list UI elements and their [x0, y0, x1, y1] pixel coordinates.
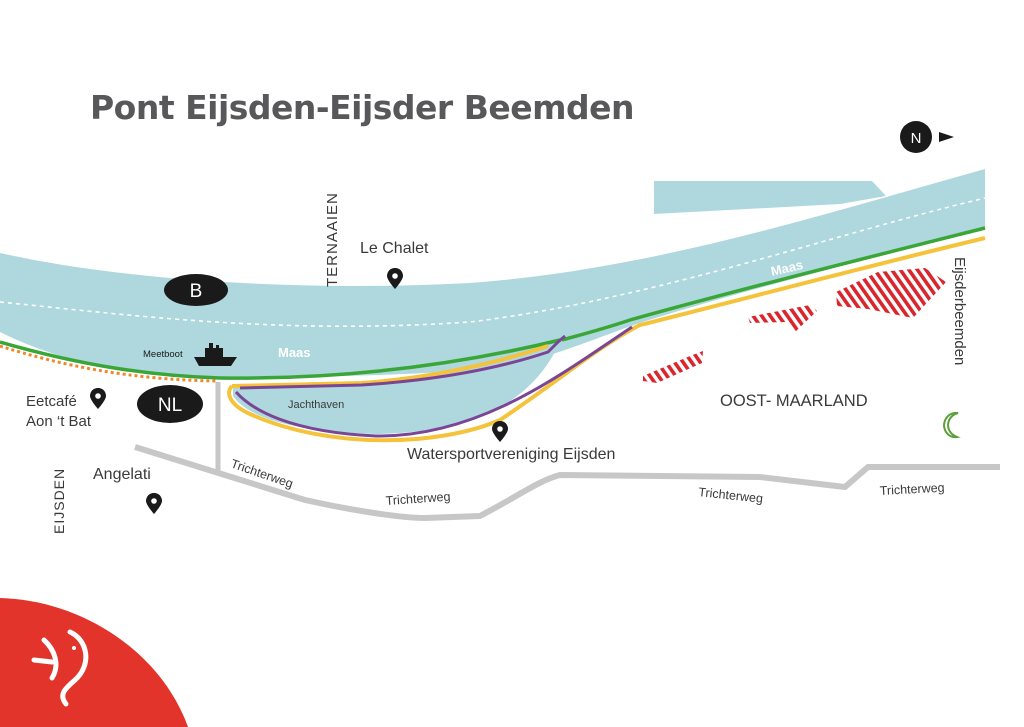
eetcafe-label: Eetcafé Aon ‘t Bat: [26, 392, 91, 432]
eetcafe-name: Eetcafé: [26, 393, 77, 410]
road-trichterweg: [134, 444, 1000, 521]
yellow-route-west: [231, 344, 549, 388]
river-label-west: Maas: [278, 345, 311, 360]
yellow-route: [227, 236, 986, 443]
maas-river: [0, 169, 985, 378]
netherlands-badge: [137, 385, 203, 423]
le-chalet-label: Le Chalet: [360, 240, 429, 257]
hatched-field-middle: [748, 305, 817, 332]
road-label-trichterweg-4: Trichterweg: [879, 481, 945, 498]
belgium-label: B: [190, 281, 203, 302]
location-pin-icon: [146, 493, 162, 514]
ternaaien-label: TERNAAIEN: [324, 192, 341, 287]
green-route: [0, 226, 986, 380]
brand-corner: [0, 598, 188, 727]
watersport-label: Watersportvereniging Eijsden: [407, 446, 616, 463]
map-title: Pont Eijsden-Eijsder Beemden: [90, 88, 635, 127]
hatched-field-large: [836, 268, 946, 318]
netherlands-label: NL: [158, 395, 182, 416]
road-label-trichterweg-2: Trichterweg: [385, 490, 451, 508]
north-arrow-icon: [939, 132, 954, 142]
compass-circle: [900, 121, 932, 153]
compass-letter: N: [911, 130, 922, 147]
purple-route: [234, 325, 633, 438]
location-pin-icon: [492, 421, 508, 442]
eijsderbeemden-label: Eijsderbeemden: [951, 257, 968, 365]
eetcafe-name-2: Aon ‘t Bat: [26, 413, 92, 430]
jachthaven-basin: [233, 337, 562, 434]
location-pin-icon: [90, 388, 106, 409]
oost-maarland-label: OOST- MAARLAND: [720, 392, 868, 410]
jachthaven-label: Jachthaven: [288, 399, 345, 411]
road-label-trichterweg-3: Trichterweg: [698, 485, 764, 506]
hatched-field-small: [643, 351, 703, 383]
location-pin-icon: [387, 268, 403, 289]
angelati-label: Angelati: [93, 466, 151, 483]
fish-logo-icon: [31, 629, 89, 707]
moon-icon: [942, 411, 961, 439]
ship-icon: [194, 343, 237, 366]
harbour-inlet: [654, 181, 886, 214]
eijsden-label: EIJSDEN: [51, 468, 67, 534]
river-centerline: [0, 197, 986, 328]
river-label-east: Maas: [769, 257, 804, 279]
belgium-badge: [164, 274, 228, 306]
meetboot-label: Meetboot: [143, 349, 183, 360]
